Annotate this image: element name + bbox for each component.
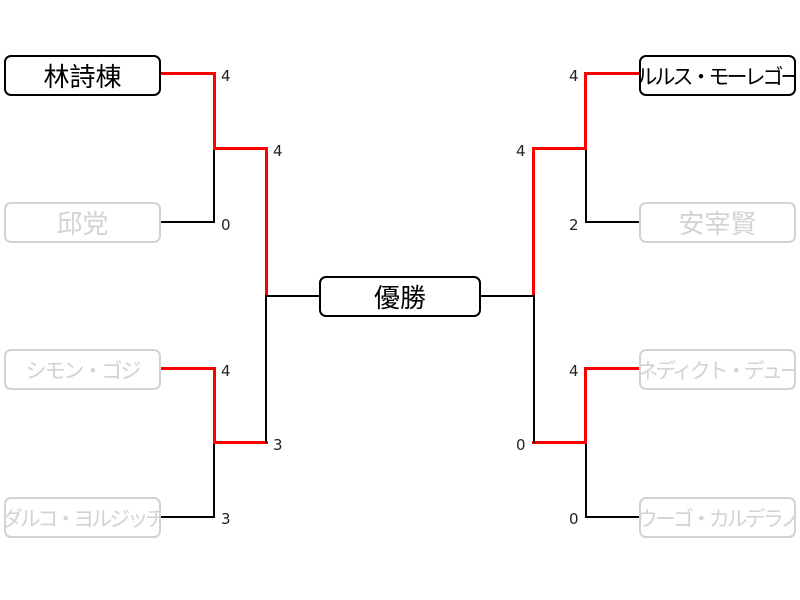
bracket-line	[265, 147, 268, 297]
score-label: 3	[273, 436, 283, 454]
bracket-line	[480, 295, 535, 297]
player-name: 邱党	[56, 210, 109, 240]
score-label: 2	[569, 216, 579, 234]
bracket-line	[265, 295, 320, 297]
player-box-p5: トルルス・モーレゴード	[639, 55, 796, 96]
bracket-line	[213, 442, 215, 518]
player-name: トルルス・モーレゴード	[641, 64, 794, 89]
player-name: シモン・ゴジ	[25, 358, 142, 383]
player-name: 安宰賢	[678, 210, 757, 240]
score-label: 4	[569, 362, 579, 380]
bracket-line	[532, 441, 587, 444]
bracket-line	[584, 367, 640, 370]
bracket-line	[532, 147, 535, 297]
player-box-p1: 林詩棟	[4, 55, 161, 96]
bracket-line	[584, 72, 587, 150]
bracket-line	[265, 296, 267, 443]
bracket-line	[584, 367, 587, 444]
bracket-line	[160, 221, 215, 223]
champion-label: 優勝	[373, 284, 426, 314]
player-box-p3: シモン・ゴジ	[4, 349, 161, 390]
bracket-line	[585, 442, 587, 518]
bracket-line	[213, 147, 268, 150]
bracket-line	[533, 296, 535, 443]
player-name: 林詩棟	[43, 63, 122, 93]
champion-box: 優勝	[319, 276, 481, 317]
player-box-p6: 安宰賢	[639, 202, 796, 243]
score-label: 0	[516, 436, 526, 454]
bracket-line	[213, 72, 216, 150]
score-label: 0	[221, 216, 231, 234]
score-label: 4	[221, 67, 231, 85]
player-name: ウーゴ・カルデラノ	[639, 506, 796, 531]
bracket-line	[160, 72, 216, 75]
score-label: 4	[273, 142, 283, 160]
score-label: 3	[221, 510, 231, 528]
score-label: 4	[569, 67, 579, 85]
bracket-line	[213, 367, 216, 444]
score-label: 4	[516, 142, 526, 160]
player-box-p7: ベネディクト・デューダ	[639, 349, 796, 390]
bracket-line	[160, 516, 215, 518]
bracket-line	[585, 148, 587, 223]
score-label: 0	[569, 510, 579, 528]
bracket-line	[213, 441, 268, 444]
bracket-line	[585, 221, 640, 223]
bracket-line	[213, 148, 215, 223]
bracket-line	[160, 367, 216, 370]
score-label: 4	[221, 362, 231, 380]
bracket-line	[585, 516, 640, 518]
player-name: ダルコ・ヨルジッチ	[4, 506, 161, 531]
player-box-p8: ウーゴ・カルデラノ	[639, 497, 796, 538]
player-box-p2: 邱党	[4, 202, 161, 243]
player-box-p4: ダルコ・ヨルジッチ	[4, 497, 161, 538]
player-name: ベネディクト・デューダ	[639, 358, 796, 383]
bracket-line	[532, 147, 587, 150]
bracket-line	[584, 72, 640, 75]
